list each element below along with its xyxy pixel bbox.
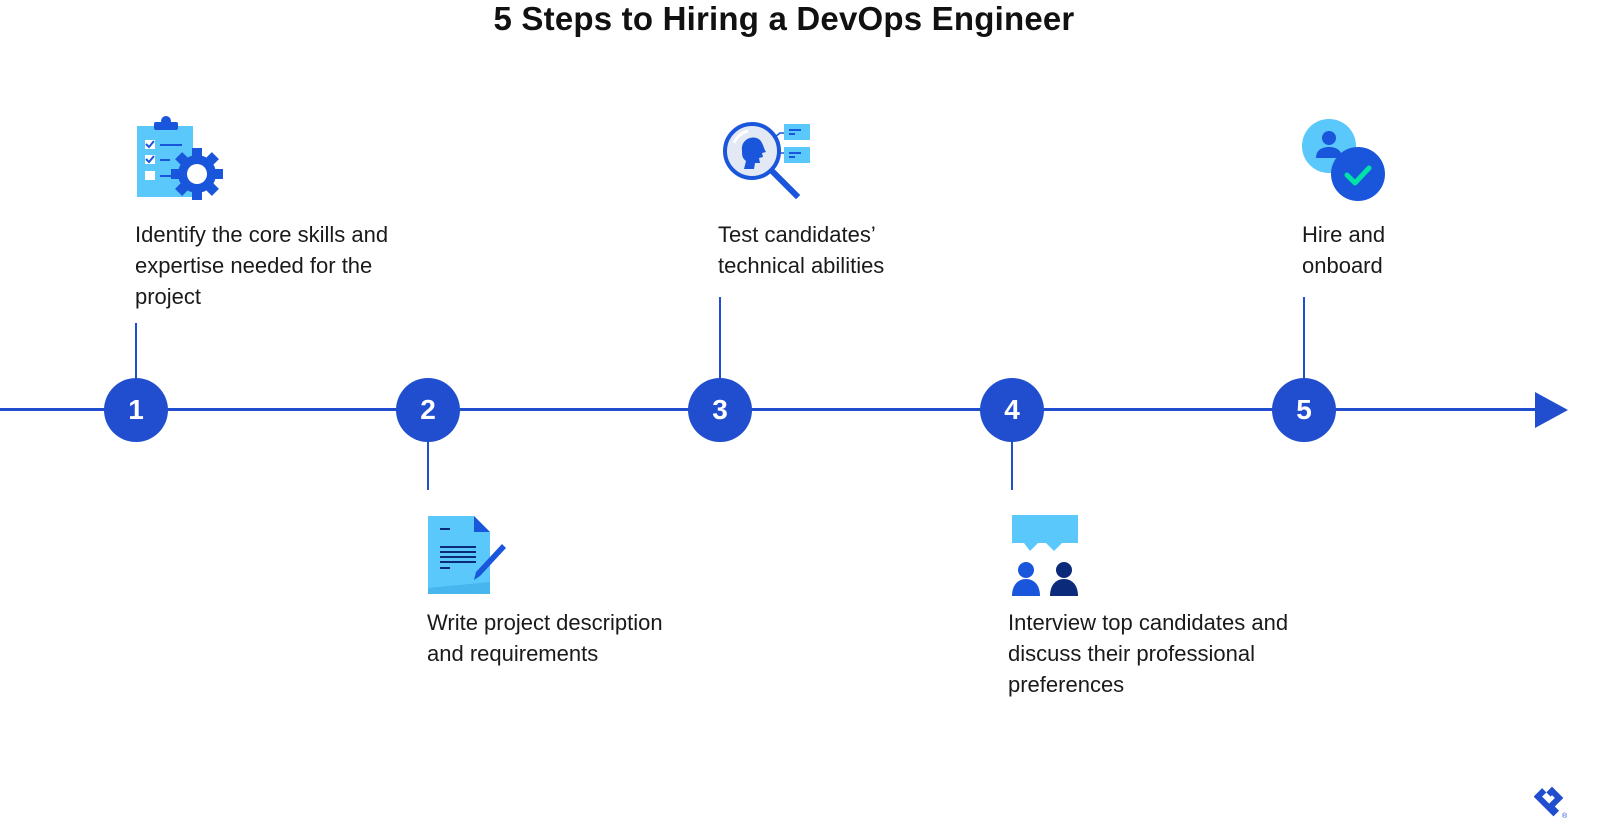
- step-3-node: 3: [688, 378, 752, 442]
- step-1-label: Identify the core skills and expertise n…: [135, 219, 388, 312]
- clipboard-checklist-gear-icon: [134, 114, 224, 205]
- document-pencil-icon: [426, 514, 512, 601]
- step-5-line-2: onboard: [1302, 253, 1383, 278]
- step-1-connector: [135, 323, 137, 379]
- step-2-line-1: Write project description: [427, 610, 663, 635]
- page-title: 5 Steps to Hiring a DevOps Engineer: [493, 0, 1075, 37]
- registered-mark: ®: [1562, 812, 1568, 820]
- step-2-connector: [427, 441, 429, 490]
- step-4-node: 4: [980, 378, 1044, 442]
- step-3-line-2: technical abilities: [718, 253, 885, 278]
- step-5-label: Hire and onboard: [1302, 219, 1385, 281]
- step-3-line-1: Test candidates’: [718, 222, 876, 247]
- step-1-line-3: project: [135, 284, 202, 309]
- step-2-node: 2: [396, 378, 460, 442]
- step-4-line-1: Interview top candidates and: [1008, 610, 1289, 635]
- step-1-line-2: expertise needed for the: [135, 253, 373, 278]
- timeline-line: [0, 408, 1540, 411]
- step-5-node: 5: [1272, 378, 1336, 442]
- step-5-connector: [1303, 297, 1305, 379]
- user-check-icon: [1301, 118, 1389, 209]
- step-4-line-2: discuss their professional: [1008, 641, 1256, 666]
- step-2-line-2: and requirements: [427, 641, 599, 666]
- magnifier-head-icon: [722, 121, 814, 204]
- interview-people-speech-icon: [1010, 513, 1082, 602]
- step-1-node: 1: [104, 378, 168, 442]
- toptal-logo-icon: ®: [1533, 776, 1570, 827]
- step-4-label: Interview top candidates and discuss the…: [1008, 607, 1288, 700]
- step-5-line-1: Hire and: [1302, 222, 1386, 247]
- step-2-label: Write project description and requiremen…: [427, 607, 663, 669]
- step-3-label: Test candidates’ technical abilities: [718, 219, 884, 281]
- arrow-right-icon: [1535, 392, 1568, 428]
- step-3-connector: [719, 297, 721, 379]
- step-4-line-3: preferences: [1008, 672, 1125, 697]
- step-4-connector: [1011, 441, 1013, 490]
- step-1-line-1: Identify the core skills and: [135, 222, 389, 247]
